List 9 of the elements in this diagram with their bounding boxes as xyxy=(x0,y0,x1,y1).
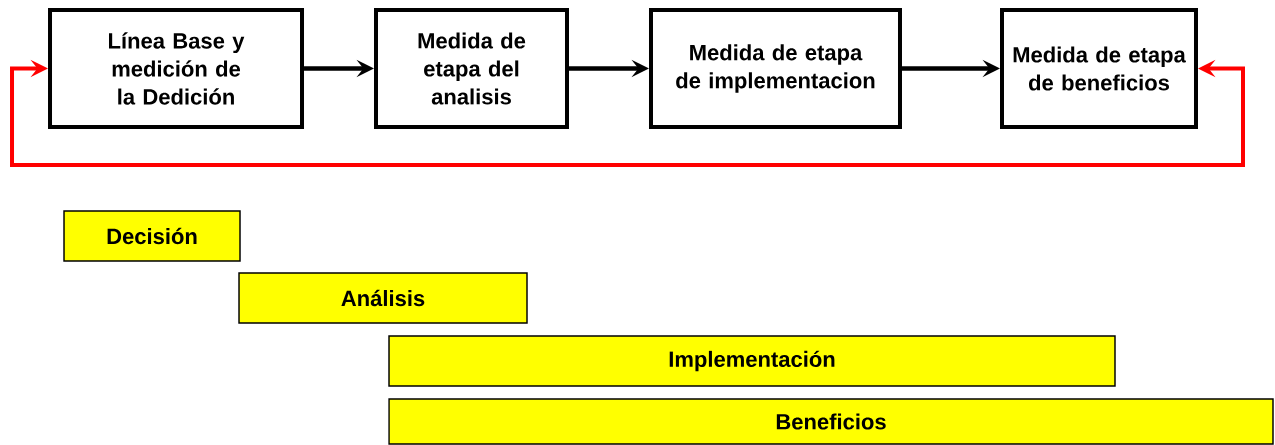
process-box: Línea Base y medición de la Dedición xyxy=(48,8,304,129)
phase-bar: Análisis xyxy=(238,272,528,324)
process-box: Medida de etapa del analisis xyxy=(374,8,569,129)
phase-bar: Beneficios xyxy=(388,398,1274,445)
phase-bar: Decisión xyxy=(63,210,241,262)
process-box: Medida de etapa de implementacion xyxy=(649,8,902,129)
arrow xyxy=(10,59,1245,167)
process-box: Medida de etapa de beneficios xyxy=(1000,8,1198,129)
phase-bar: Implementación xyxy=(388,335,1116,387)
